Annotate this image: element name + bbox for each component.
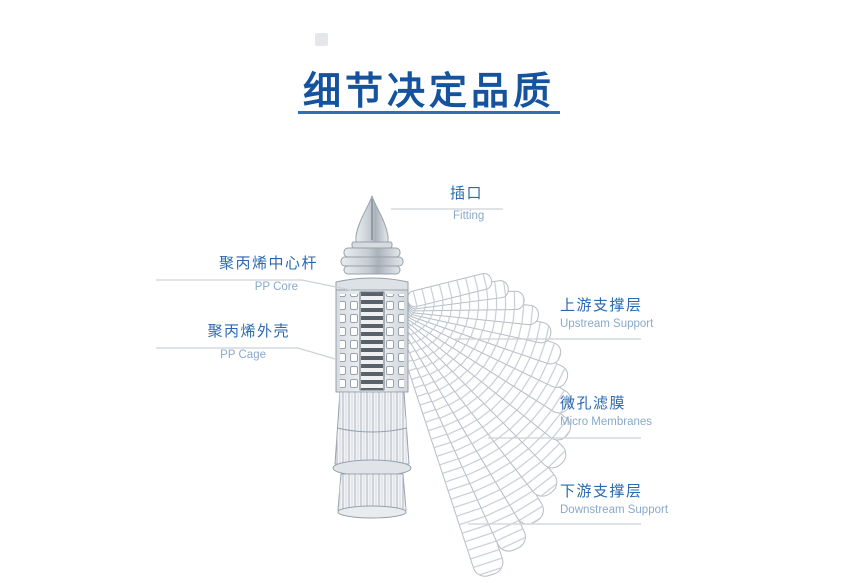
leader-lines xyxy=(156,208,641,525)
label-downstream-support-en: Downstream Support xyxy=(560,504,669,516)
label-micro-membranes-zh: 微孔滤膜 xyxy=(560,395,627,412)
membrane-sheet xyxy=(406,273,493,308)
label-pp-cage-en: PP Cage xyxy=(220,349,266,361)
label-upstream-support-zh: 上游支撑层 xyxy=(560,297,643,314)
label-pp-cage-zh: 聚丙烯外壳 xyxy=(207,323,290,340)
label-upstream-support-en: Upstream Support xyxy=(560,318,654,330)
label-pp-core: 聚丙烯中心杆 PP Core xyxy=(168,256,318,294)
label-fitting-zh: 插口 xyxy=(450,185,484,202)
pleated-skirt xyxy=(334,391,410,465)
label-pp-core-zh: 聚丙烯中心杆 xyxy=(218,255,318,272)
filter-cartridge-illustration xyxy=(332,195,412,519)
label-downstream-support: 下游支撑层 Downstream Support xyxy=(560,484,668,517)
label-fitting-en: Fitting xyxy=(453,210,485,222)
leader-pp-cage xyxy=(156,347,336,360)
leader-pp-core xyxy=(156,279,352,291)
pp-core-cutaway xyxy=(359,291,385,391)
label-micro-membranes: 微孔滤膜 Micro Membranes xyxy=(560,396,652,429)
label-downstream-support-zh: 下游支撑层 xyxy=(560,483,643,500)
page-title: 细节决定品质 xyxy=(302,71,555,113)
label-fitting: 插口 Fitting xyxy=(450,186,484,223)
label-upstream-support: 上游支撑层 Upstream Support xyxy=(560,298,653,331)
label-pp-cage: 聚丙烯外壳 PP Cage xyxy=(168,324,290,362)
lower-pleat-fringe xyxy=(337,473,407,519)
label-micro-membranes-en: Micro Membranes xyxy=(560,416,653,428)
fitting-collar xyxy=(340,247,404,275)
watermark-artifact xyxy=(315,33,328,46)
membrane-fan xyxy=(392,273,572,577)
title-underline xyxy=(298,111,560,114)
top-cap xyxy=(335,277,409,293)
label-pp-core-en: PP Core xyxy=(254,281,298,293)
